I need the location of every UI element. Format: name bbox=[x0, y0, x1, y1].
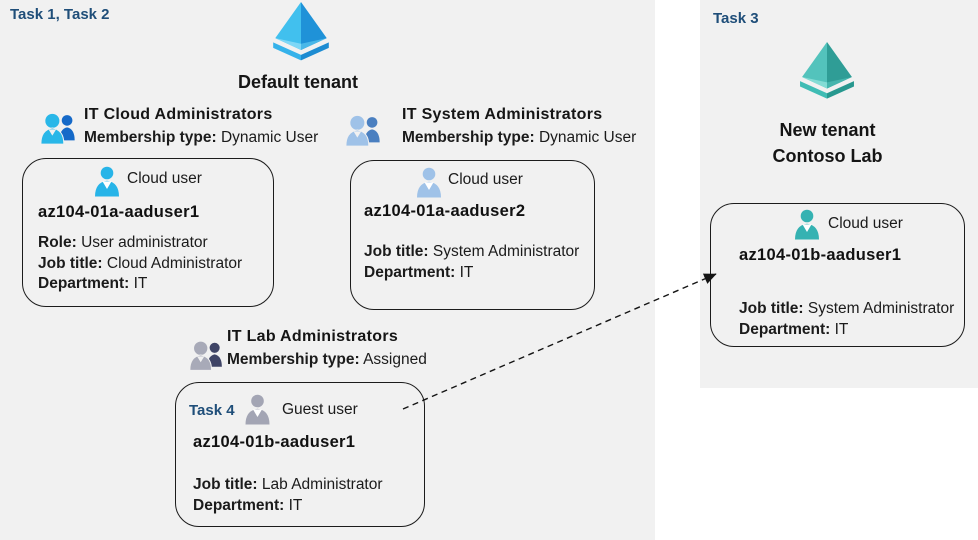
user-type-label: Cloud user bbox=[448, 171, 523, 188]
membership-line: Membership type: Dynamic User bbox=[402, 129, 636, 147]
field-value: Lab Administrator bbox=[261, 476, 383, 493]
user-type-label: Cloud user bbox=[828, 215, 903, 232]
user-type-label: Guest user bbox=[282, 401, 358, 418]
new-tenant-title-line2: Contoso Lab bbox=[772, 146, 883, 166]
username: az104-01b-aaduser1 bbox=[739, 246, 902, 264]
field-value: System Administrator bbox=[432, 243, 580, 260]
field-job-title: Job title: System Administrator bbox=[739, 299, 954, 320]
field-value: IT bbox=[288, 496, 303, 514]
new-tenant-panel: Task 3 New tenant Contoso Lab Cloud user… bbox=[700, 0, 978, 388]
field-label: Job title: bbox=[739, 300, 804, 317]
user-fields: Job title: Lab Administrator Department:… bbox=[193, 475, 383, 516]
field-label: Department: bbox=[739, 320, 831, 338]
field-label: Department: bbox=[38, 275, 130, 293]
user-type-label: Cloud user bbox=[127, 170, 202, 187]
user-card-aaduser1: Cloud user az104-01a-aaduser1 Role: User… bbox=[22, 158, 274, 307]
field-job-title: Job title: System Administrator bbox=[364, 242, 579, 263]
field-value: IT bbox=[133, 275, 148, 293]
group-title-system-admins: IT System Administrators bbox=[402, 106, 603, 123]
membership-label: Membership type: bbox=[402, 129, 535, 146]
field-department: Department: IT bbox=[364, 263, 579, 284]
task-4-label: Task 4 bbox=[189, 402, 235, 419]
field-department: Department: IT bbox=[38, 274, 242, 295]
field-label: Job title: bbox=[193, 476, 258, 493]
field-label: Department: bbox=[364, 263, 456, 281]
group-title-lab-admins: IT Lab Administrators bbox=[227, 328, 399, 345]
username: az104-01a-aaduser1 bbox=[38, 203, 200, 221]
field-value: IT bbox=[459, 263, 474, 281]
field-department: Department: IT bbox=[739, 320, 954, 341]
task-1-2-label: Task 1, Task 2 bbox=[10, 6, 110, 23]
default-tenant-title: Default tenant bbox=[237, 72, 358, 92]
field-label: Department: bbox=[193, 496, 285, 514]
field-job-title: Job title: Cloud Administrator bbox=[38, 254, 242, 275]
field-label: Job title: bbox=[364, 243, 429, 260]
membership-line: Membership type: Assigned bbox=[227, 351, 427, 369]
field-value: System Administrator bbox=[807, 300, 955, 317]
field-job-title: Job title: Lab Administrator bbox=[193, 475, 383, 496]
cloud-user-icon-cyan bbox=[95, 166, 119, 197]
field-department: Department: IT bbox=[193, 496, 383, 517]
user-card-new-tenant: Cloud user az104-01b-aaduser1 Job title:… bbox=[710, 203, 965, 347]
cloud-user-icon-teal bbox=[795, 209, 819, 240]
user-fields: Job title: System Administrator Departme… bbox=[739, 299, 954, 340]
field-value: IT bbox=[834, 320, 849, 338]
group-title-cloud-admins: IT Cloud Administrators bbox=[84, 106, 273, 123]
guest-user-icon-gray bbox=[245, 394, 270, 425]
membership-label: Membership type: bbox=[227, 351, 360, 368]
membership-value: Assigned bbox=[363, 351, 427, 368]
new-tenant-title-line1: New tenant bbox=[779, 120, 876, 140]
user-fields: Job title: System Administrator Departme… bbox=[364, 242, 579, 283]
user-card-aaduser2: Cloud user az104-01a-aaduser2 Job title:… bbox=[350, 160, 595, 310]
membership-line: Membership type: Dynamic User bbox=[84, 129, 318, 147]
membership-value: Dynamic User bbox=[538, 129, 637, 146]
group-users-icon-gray bbox=[189, 340, 222, 371]
field-role: Role: User administrator bbox=[38, 233, 242, 254]
user-fields: Role: User administrator Job title: Clou… bbox=[38, 233, 242, 295]
group-users-icon-blue bbox=[40, 112, 75, 145]
membership-label: Membership type: bbox=[84, 129, 217, 146]
azure-ad-tenant-icon-teal bbox=[800, 42, 854, 99]
azure-ad-tenant-icon bbox=[273, 2, 329, 61]
field-value: User administrator bbox=[81, 234, 208, 251]
username: az104-01b-aaduser1 bbox=[193, 433, 356, 451]
default-tenant-panel: Task 1, Task 2 Default tenant IT Cloud A… bbox=[0, 0, 655, 540]
task-3-label: Task 3 bbox=[713, 10, 759, 27]
cloud-user-icon-lightblue bbox=[417, 167, 441, 198]
group-users-icon-steelblue bbox=[345, 114, 380, 147]
username: az104-01a-aaduser2 bbox=[364, 202, 526, 220]
guest-user-card: Task 4 Guest user az104-01b-aaduser1 Job… bbox=[175, 382, 425, 527]
field-label: Job title: bbox=[38, 254, 103, 272]
field-label: Role: bbox=[38, 234, 77, 251]
membership-value: Dynamic User bbox=[220, 129, 319, 146]
field-value: Cloud Administrator bbox=[106, 254, 243, 272]
